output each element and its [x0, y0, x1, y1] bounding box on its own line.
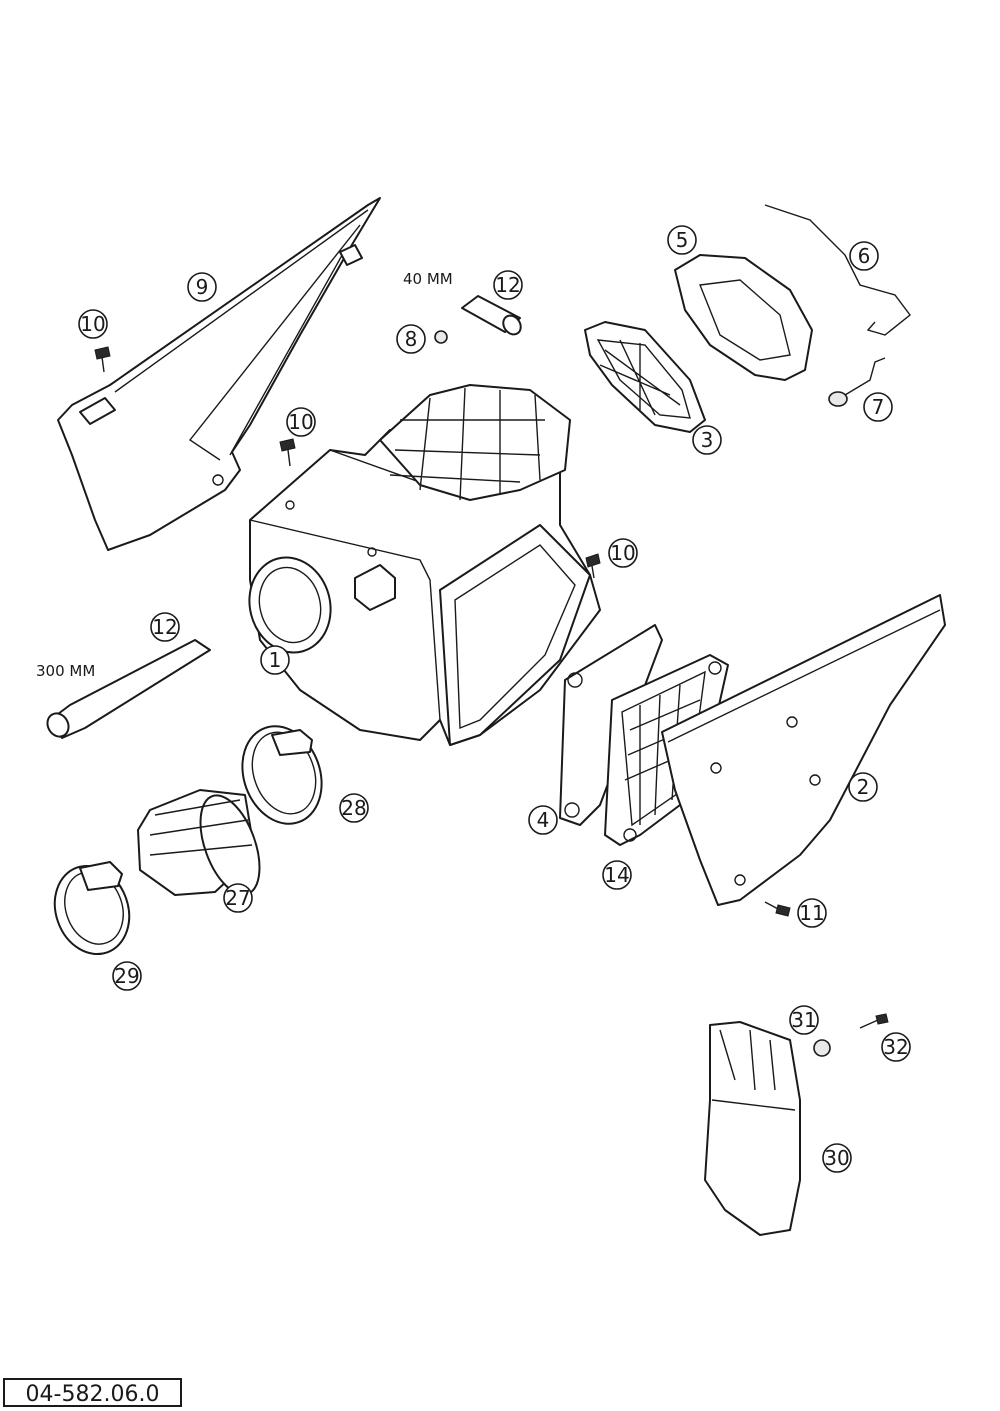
svg-text:29: 29 — [114, 964, 139, 988]
callout-31: 31 — [789, 1005, 819, 1035]
callout-5: 5 — [667, 225, 697, 255]
svg-text:14: 14 — [604, 863, 629, 887]
airbox — [248, 384, 601, 746]
length-note-300mm: 300 MM — [36, 662, 95, 680]
svg-text:28: 28 — [341, 796, 366, 820]
drawing-number: 04-582.06.0 — [3, 1378, 182, 1407]
left-side-cover — [57, 197, 381, 551]
svg-text:6: 6 — [858, 244, 871, 268]
callout-10-left: 10 — [78, 309, 108, 339]
svg-text:5: 5 — [676, 228, 689, 252]
svg-text:7: 7 — [872, 395, 885, 419]
svg-text:3: 3 — [701, 428, 714, 452]
filter-cage — [584, 321, 706, 433]
callout-12-left: 12 — [150, 612, 180, 642]
callout-10-center: 10 — [286, 407, 316, 437]
callout-10-right: 10 — [608, 538, 638, 568]
right-side-cover — [661, 594, 946, 906]
screw-10-left — [94, 346, 111, 373]
svg-text:8: 8 — [405, 327, 418, 351]
svg-text:31: 31 — [791, 1008, 816, 1032]
callout-3: 3 — [692, 425, 722, 455]
callout-1: 1 — [260, 645, 290, 675]
callout-29: 29 — [112, 961, 142, 991]
svg-text:12: 12 — [495, 273, 520, 297]
mud-flap-30 — [704, 1021, 801, 1236]
callout-7: 7 — [863, 392, 893, 422]
svg-text:10: 10 — [288, 410, 313, 434]
callout-9: 9 — [187, 272, 217, 302]
svg-text:10: 10 — [610, 541, 635, 565]
callout-32: 32 — [881, 1032, 911, 1062]
callout-27: 27 — [223, 883, 253, 913]
callout-30: 30 — [822, 1143, 852, 1173]
svg-text:32: 32 — [883, 1035, 908, 1059]
screw-11 — [764, 901, 791, 917]
hose-clamp-28 — [241, 725, 323, 825]
screw-10-center — [279, 438, 296, 467]
length-note-40mm: 40 MM — [403, 270, 453, 288]
hose-12-long — [46, 639, 211, 739]
callout-6: 6 — [849, 241, 879, 271]
air-filter-5 — [674, 254, 813, 381]
svg-text:1: 1 — [269, 648, 282, 672]
svg-text:4: 4 — [537, 808, 550, 832]
svg-text:9: 9 — [196, 275, 209, 299]
callout-28: 28 — [339, 793, 369, 823]
filter-bolt-7 — [828, 357, 886, 407]
hose-12-short — [461, 295, 522, 336]
nut-8 — [434, 330, 448, 344]
hose-clamp-29 — [53, 861, 131, 956]
svg-text:2: 2 — [857, 775, 870, 799]
svg-text:30: 30 — [824, 1146, 849, 1170]
callout-2: 2 — [848, 772, 878, 802]
svg-text:12: 12 — [152, 615, 177, 639]
screw-10-right — [585, 553, 601, 579]
intake-boot-27 — [137, 789, 261, 896]
svg-text:11: 11 — [799, 901, 824, 925]
retaining-wire-6 — [764, 204, 911, 336]
nut-31 — [813, 1039, 831, 1057]
screw-32 — [859, 1013, 889, 1029]
svg-text:27: 27 — [225, 886, 250, 910]
callout-14: 14 — [602, 860, 632, 890]
callout-11: 11 — [797, 898, 827, 928]
callout-4: 4 — [528, 805, 558, 835]
callout-12-top: 12 — [493, 270, 523, 300]
svg-text:10: 10 — [80, 312, 105, 336]
callout-8: 8 — [396, 324, 426, 354]
